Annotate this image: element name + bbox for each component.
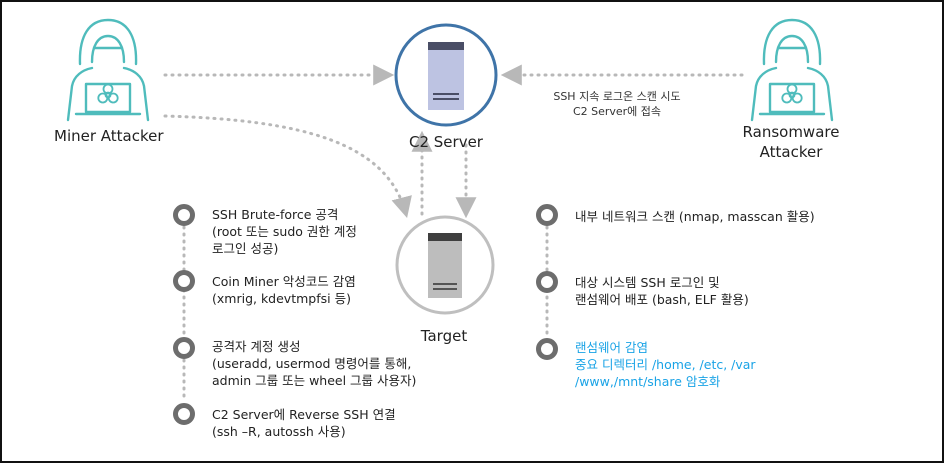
ransomware-step-bullet: [536, 204, 558, 226]
ransomware-c2-note: SSH 지속 로그온 스캔 시도 C2 Server에 접속: [537, 89, 697, 119]
ransomware-step-3: 랜섬웨어 감염 중요 디렉터리 /home, /etc, /var /www,/…: [575, 339, 756, 390]
target-label: Target: [420, 327, 468, 345]
ransomware-c2-note-line2: C2 Server에 접속: [572, 105, 662, 118]
ransomware-attacker-label: Ransomware Attacker: [738, 122, 844, 162]
miner-step-bullet: [173, 403, 195, 425]
target-node: [395, 215, 495, 315]
hooded-hacker-icon: [66, 18, 150, 122]
ransomware-step-bullet: [536, 338, 558, 360]
miner-step-2-line: (xmrig, kdevtmpfsi 등): [212, 291, 351, 306]
miner-to-target-arrow: [163, 114, 412, 219]
ransomware-step-1-line: 내부 네트워크 스캔 (nmap, masscan 활용): [575, 209, 815, 224]
ransomware-attacker-label-line2: Attacker: [759, 143, 823, 161]
server-tower-icon: [428, 233, 462, 298]
miner-step-3: 공격자 계정 생성 (useradd, usermod 명령어를 통해, adm…: [212, 338, 416, 389]
hooded-hacker-icon: [750, 18, 834, 122]
c2-server-node: [394, 23, 498, 127]
ransomware-step-3-line: 랜섬웨어 감염: [575, 340, 648, 355]
miner-step-4-line: C2 Server에 Reverse SSH 연결: [212, 407, 396, 422]
miner-step-3-line: 공격자 계정 생성: [212, 339, 301, 354]
miner-step-2-line: Coin Miner 악성코드 감염: [212, 274, 356, 289]
server-tower-icon: [428, 42, 464, 110]
biohazard-icon: [97, 83, 119, 104]
miner-step-4-line: (ssh –R, autossh 사용): [212, 424, 346, 439]
ransomware-step-2-line: 랜섬웨어 배포 (bash, ELF 활용): [575, 292, 749, 307]
ransomware-step-2: 대상 시스템 SSH 로그인 및 랜섬웨어 배포 (bash, ELF 활용): [575, 274, 749, 308]
ransomware-step-3-line: /www,/mnt/share 암호화: [575, 374, 721, 389]
miner-step-bullet: [173, 337, 195, 359]
miner-step-2: Coin Miner 악성코드 감염 (xmrig, kdevtmpfsi 등): [212, 273, 356, 307]
miner-step-3-line: admin 그룹 또는 wheel 그룹 사용자): [212, 373, 417, 388]
ransomware-attacker-label-line1: Ransomware: [742, 123, 840, 141]
miner-step-1-line: SSH Brute-force 공격: [212, 207, 339, 222]
ransomware-step-bullet: [536, 271, 558, 293]
miner-attacker-label: Miner Attacker: [54, 127, 164, 145]
miner-step-1-line: 로그인 성공): [212, 241, 279, 256]
ransomware-step-2-line: 대상 시스템 SSH 로그인 및: [575, 275, 720, 290]
ransomware-step-3-line: 중요 디렉터리 /home, /etc, /var: [575, 357, 756, 372]
miner-step-bullet: [173, 270, 195, 292]
miner-step-bullet: [173, 204, 195, 226]
miner-step-3-line: (useradd, usermod 명령어를 통해,: [212, 356, 412, 371]
ransomware-c2-note-line1: SSH 지속 로그온 스캔 시도: [553, 90, 681, 103]
ransomware-step-1: 내부 네트워크 스캔 (nmap, masscan 활용): [575, 208, 815, 225]
biohazard-icon: [781, 83, 803, 104]
miner-step-1-line: (root 또는 sudo 권한 계정: [212, 224, 357, 239]
c2-server-label: C2 Server: [409, 133, 483, 151]
miner-step-1: SSH Brute-force 공격 (root 또는 sudo 권한 계정 로…: [212, 206, 357, 257]
miner-step-4: C2 Server에 Reverse SSH 연결 (ssh –R, autos…: [212, 406, 396, 440]
